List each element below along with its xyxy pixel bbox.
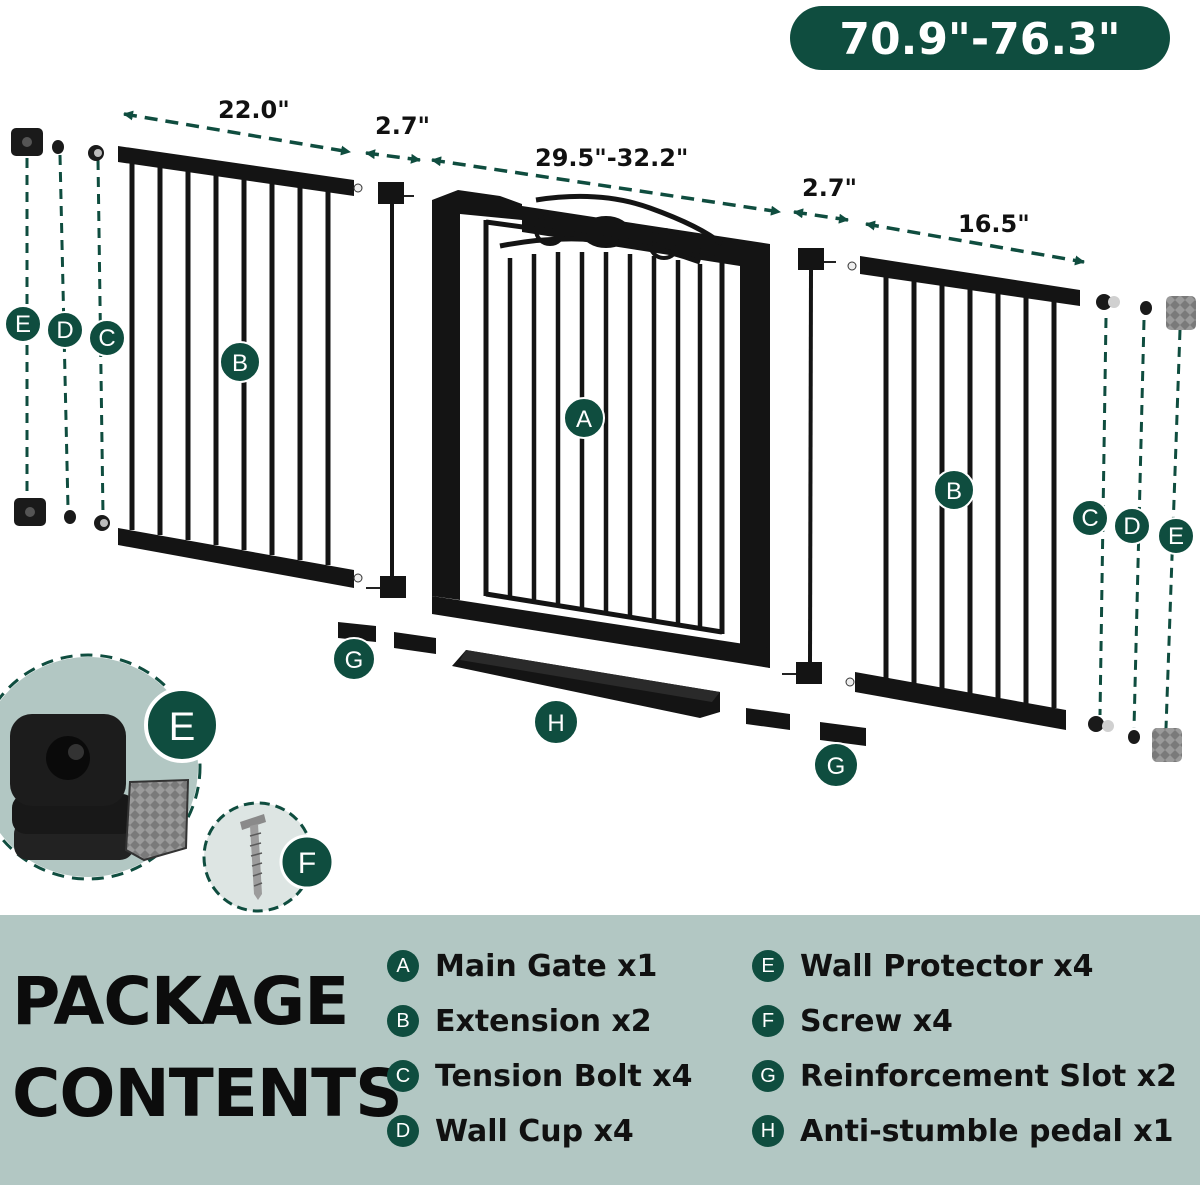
wall-protector-pad-closeup bbox=[124, 778, 190, 862]
svg-text:H: H bbox=[547, 710, 564, 737]
legend-text-tension-bolt: Tension Bolt x4 bbox=[435, 1058, 693, 1094]
svg-text:G: G bbox=[345, 647, 364, 674]
dim-label-right-connector: 2.7" bbox=[802, 174, 857, 202]
reinforcement-slots bbox=[338, 622, 866, 746]
legend-item-extension: B Extension x2 bbox=[387, 1001, 652, 1041]
package-title-line-1: PACKAGE bbox=[12, 963, 349, 1040]
legend-text-reinforcement-slot: Reinforcement Slot x2 bbox=[800, 1058, 1177, 1094]
label-b-right: B bbox=[933, 469, 975, 511]
label-b-left: B bbox=[219, 341, 261, 383]
wall-cup-top-right bbox=[1140, 301, 1152, 315]
svg-text:E: E bbox=[15, 311, 31, 338]
dim-label-main-gate: 29.5"-32.2" bbox=[535, 144, 688, 172]
dimension-labels: 22.0" 2.7" 29.5"-32.2" 2.7" 16.5" bbox=[218, 96, 1030, 238]
legend-item-main-gate: A Main Gate x1 bbox=[387, 946, 657, 986]
screw-inset: F bbox=[202, 801, 335, 913]
main-gate bbox=[432, 190, 770, 668]
label-a: A bbox=[563, 397, 605, 439]
anti-stumble-pedal bbox=[452, 650, 720, 718]
legend-text-main-gate: Main Gate x1 bbox=[435, 948, 658, 984]
wall-cup-bottom-left bbox=[64, 510, 76, 524]
right-connector bbox=[782, 248, 836, 684]
label-c-right: C bbox=[1071, 499, 1109, 537]
label-e-left: E bbox=[4, 305, 42, 343]
dim-line-right-extension bbox=[865, 220, 1085, 266]
tension-bolt-bottom-right bbox=[1088, 716, 1104, 732]
svg-text:B: B bbox=[946, 478, 962, 505]
dimension-lines bbox=[123, 110, 1085, 266]
dim-label-left-extension: 22.0" bbox=[218, 96, 290, 124]
svg-text:C: C bbox=[1081, 505, 1098, 532]
legend-text-screw: Screw x4 bbox=[800, 1003, 953, 1039]
legend-item-wall-protector: E Wall Protector x4 bbox=[752, 946, 1094, 986]
label-h: H bbox=[533, 699, 579, 745]
dim-label-right-extension: 16.5" bbox=[958, 210, 1030, 238]
dim-line-main-gate bbox=[431, 156, 781, 216]
legend-badge-d: D bbox=[387, 1115, 419, 1147]
svg-text:D: D bbox=[1123, 513, 1140, 540]
wall-cup-top-left bbox=[52, 140, 64, 154]
legend-badge-b: B bbox=[387, 1005, 419, 1037]
legend-item-anti-stumble-pedal: H Anti-stumble pedal x1 bbox=[752, 1111, 1174, 1151]
legend-text-extension: Extension x2 bbox=[435, 1003, 652, 1039]
right-extension-panel bbox=[845, 256, 1080, 730]
wall-protector-bottom-right bbox=[1152, 728, 1182, 762]
label-d-left: D bbox=[46, 311, 84, 349]
svg-text:A: A bbox=[576, 406, 592, 433]
label-g-left: G bbox=[332, 637, 376, 681]
package-contents-panel: PACKAGE CONTENTS A Main Gate x1 B Extens… bbox=[0, 915, 1200, 1185]
svg-text:B: B bbox=[232, 350, 248, 377]
gate-exploded-diagram: 70.9"-76.3" 22.0" 2.7" 29.5"-32.2" 2.7" … bbox=[0, 6, 1196, 913]
label-d-right: D bbox=[1113, 507, 1151, 545]
legend-badge-c: C bbox=[387, 1060, 419, 1092]
svg-text:G: G bbox=[827, 753, 846, 780]
wall-cup-bottom-right bbox=[1128, 730, 1140, 744]
left-connector bbox=[366, 182, 414, 598]
label-e-inset: E bbox=[169, 705, 196, 749]
part-labels: E D C B A B C D E G H G bbox=[4, 305, 1195, 788]
dim-line-left-extension bbox=[123, 110, 351, 156]
label-f-inset: F bbox=[298, 847, 316, 880]
label-e-right: E bbox=[1157, 517, 1195, 555]
dim-label-left-connector: 2.7" bbox=[375, 112, 430, 140]
svg-text:D: D bbox=[56, 317, 73, 344]
dim-line-right-connector bbox=[793, 208, 849, 224]
total-width-label: 70.9"-76.3" bbox=[839, 14, 1120, 65]
dim-line-left-connector bbox=[365, 149, 421, 164]
package-title-line-2: CONTENTS bbox=[12, 1055, 403, 1132]
total-width-badge: 70.9"-76.3" bbox=[790, 6, 1170, 70]
legend-item-reinforcement-slot: G Reinforcement Slot x2 bbox=[752, 1056, 1177, 1096]
svg-text:C: C bbox=[98, 325, 115, 352]
legend-item-wall-cup: D Wall Cup x4 bbox=[387, 1111, 634, 1151]
legend-badge-h: H bbox=[752, 1115, 784, 1147]
left-extension-panel bbox=[118, 146, 363, 588]
screw-closeup bbox=[240, 814, 266, 900]
legend-item-tension-bolt: C Tension Bolt x4 bbox=[387, 1056, 693, 1096]
legend-text-anti-stumble-pedal: Anti-stumble pedal x1 bbox=[800, 1113, 1174, 1149]
legend-badge-f: F bbox=[752, 1005, 784, 1037]
wall-protector-top-right bbox=[1166, 296, 1196, 330]
tension-bolt-top-right bbox=[1096, 294, 1112, 310]
legend-badge-e: E bbox=[752, 950, 784, 982]
gate-scroll-ornament bbox=[534, 214, 680, 260]
legend-text-wall-protector: Wall Protector x4 bbox=[800, 948, 1094, 984]
wall-protector-inset: E bbox=[0, 653, 220, 881]
legend-badge-a: A bbox=[387, 950, 419, 982]
label-g-right: G bbox=[813, 742, 859, 788]
legend-text-wall-cup: Wall Cup x4 bbox=[435, 1113, 634, 1149]
legend-badge-g: G bbox=[752, 1060, 784, 1092]
svg-text:E: E bbox=[1168, 523, 1184, 550]
label-c-left: C bbox=[88, 319, 126, 357]
legend-item-screw: F Screw x4 bbox=[752, 1001, 953, 1041]
